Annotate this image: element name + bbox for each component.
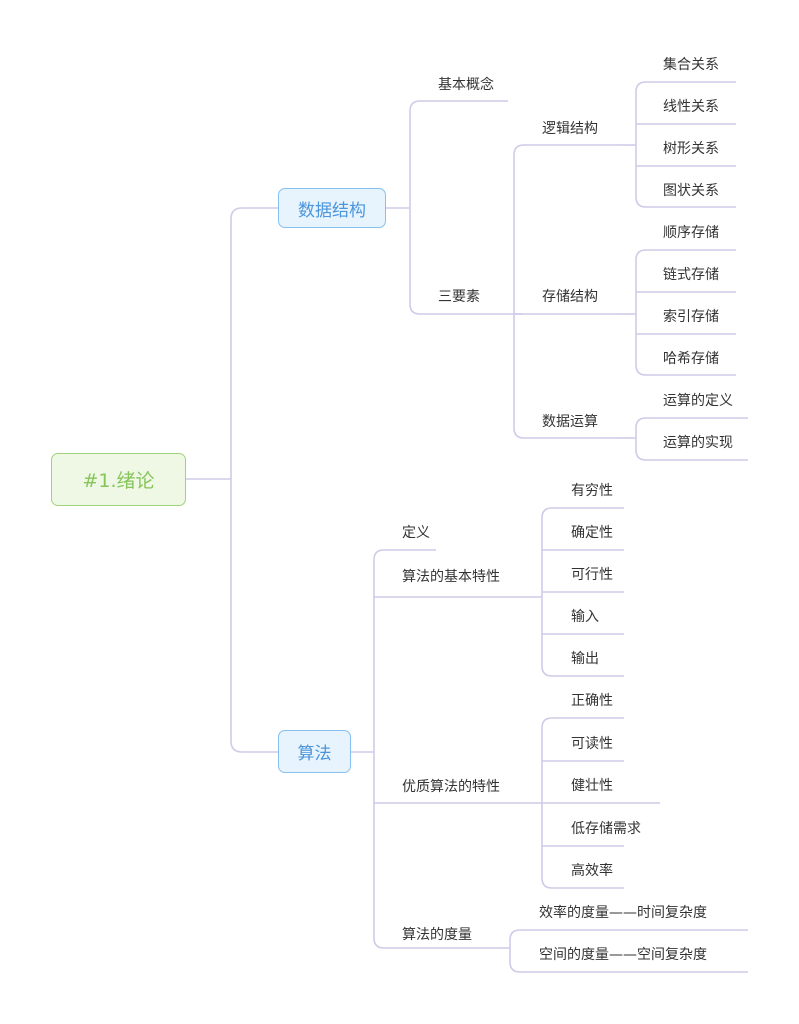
leaf-feasibility[interactable]: 可行性 [571,567,613,583]
leaf-correctness[interactable]: 正确性 [571,693,613,709]
leaf-determinism[interactable]: 确定性 [571,525,613,541]
leaf-index-storage[interactable]: 索引存储 [663,309,719,325]
node-definition[interactable]: 定义 [402,525,430,541]
leaf-tree-relation[interactable]: 树形关系 [663,141,719,157]
leaf-graph-relation[interactable]: 图状关系 [663,183,719,199]
leaf-set-relation[interactable]: 集合关系 [663,57,719,73]
node-data-operation[interactable]: 数据运算 [542,414,598,430]
node-logical-structure[interactable]: 逻辑结构 [542,121,598,137]
node-data-structure[interactable]: 数据结构 [278,188,386,228]
node-quality-properties[interactable]: 优质算法的特性 [402,779,500,795]
node-basic-properties[interactable]: 算法的基本特性 [402,569,500,585]
leaf-readability[interactable]: 可读性 [571,736,613,752]
root-node[interactable]: #1.绪论 [51,453,186,506]
leaf-linked-storage[interactable]: 链式存储 [663,267,719,283]
leaf-operation-definition[interactable]: 运算的定义 [663,393,733,409]
leaf-sequential-storage[interactable]: 顺序存储 [663,225,719,241]
leaf-output[interactable]: 输出 [571,651,599,667]
node-basic-concepts[interactable]: 基本概念 [438,77,494,93]
leaf-finiteness[interactable]: 有穷性 [571,483,613,499]
leaf-linear-relation[interactable]: 线性关系 [663,99,719,115]
node-three-elements[interactable]: 三要素 [438,289,480,305]
leaf-input[interactable]: 输入 [571,609,599,625]
leaf-operation-implementation[interactable]: 运算的实现 [663,435,733,451]
leaf-low-storage[interactable]: 低存储需求 [571,821,641,837]
leaf-hash-storage[interactable]: 哈希存储 [663,351,719,367]
leaf-time-complexity[interactable]: 效率的度量——时间复杂度 [539,905,707,921]
node-algorithm[interactable]: 算法 [278,730,351,773]
leaf-efficiency[interactable]: 高效率 [571,863,613,879]
leaf-robustness[interactable]: 健壮性 [571,778,613,794]
node-measurement[interactable]: 算法的度量 [402,927,472,943]
node-storage-structure[interactable]: 存储结构 [542,289,598,305]
leaf-space-complexity[interactable]: 空间的度量——空间复杂度 [539,947,707,963]
